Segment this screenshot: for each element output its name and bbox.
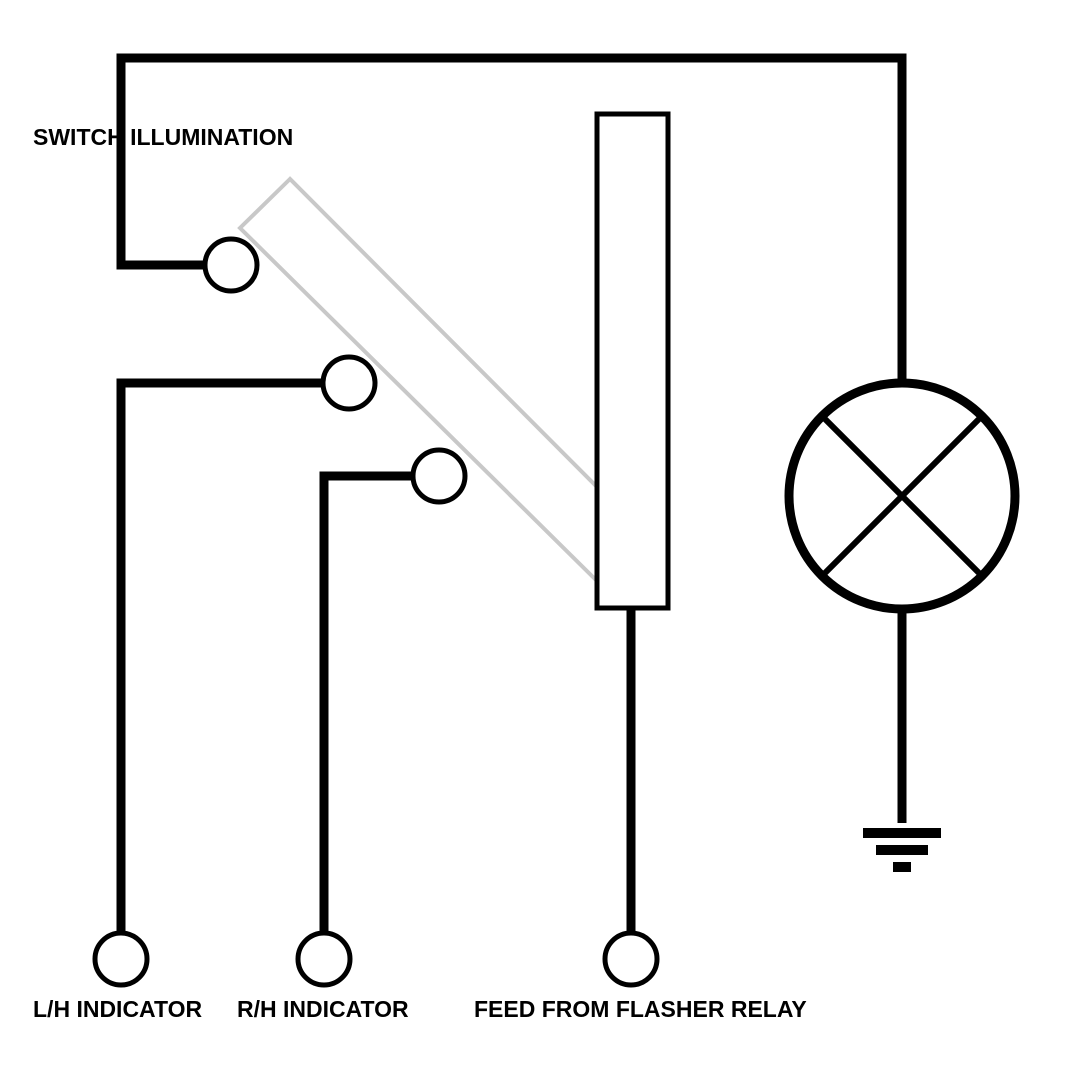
switch-illumination-wire [116,53,907,380]
rh-indicator-wire [319,471,413,932]
lh-indicator-terminal [92,930,150,988]
lamp-icon [784,378,1020,614]
lh-indicator-label: L/H INDICATOR [33,996,202,1022]
switch-body [594,111,671,611]
rh-indicator-label: R/H INDICATOR [237,996,409,1022]
ground-icon [863,828,941,872]
lh-contact [320,354,378,412]
rh-contact [410,447,468,505]
rh-indicator-terminal [295,930,353,988]
switch-illumination-contact [202,236,260,294]
feed-terminal [602,930,660,988]
feed-from-flasher-relay-label: FEED FROM FLASHER RELAY [474,996,807,1022]
lh-indicator-wire [116,378,322,932]
switch-illumination-label: SWITCH ILLUMINATION [33,124,293,150]
